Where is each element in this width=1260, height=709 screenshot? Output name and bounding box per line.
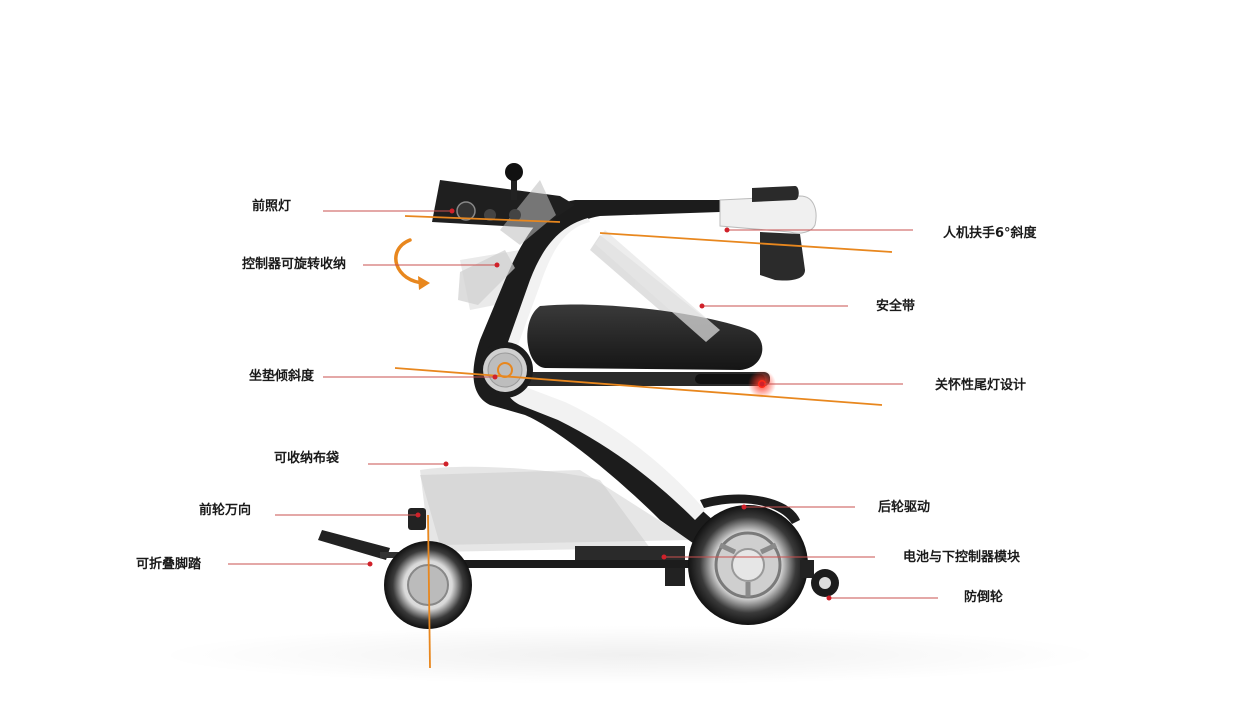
seat-cushion <box>527 304 762 370</box>
callout-seat-belt: 安全带 <box>876 299 915 315</box>
callout-storage-bag: 可收纳布袋 <box>274 451 339 467</box>
storage-bag-shape <box>420 467 650 552</box>
callout-tail-light: 关怀性尾灯设计 <box>935 378 1026 394</box>
curved-arrow-head <box>418 276 430 290</box>
callout-front-wheel-steer: 前轮万向 <box>199 503 251 519</box>
callout-armrest-tilt: 人机扶手6°斜度 <box>943 226 1037 242</box>
armrest <box>720 186 816 281</box>
callout-battery-module: 电池与下控制器模块 <box>903 550 1020 566</box>
callout-rear-drive: 后轮驱动 <box>878 500 930 516</box>
callout-headlight: 前照灯 <box>252 199 291 215</box>
callout-anti-tip: 防倒轮 <box>964 590 1003 606</box>
curved-arrow-icon <box>396 240 425 283</box>
callout-seat-tilt: 坐垫倾斜度 <box>249 369 314 385</box>
pivot-hub <box>477 342 533 398</box>
rear-wheel <box>688 505 808 625</box>
callout-controller-rotate: 控制器可旋转收纳 <box>242 257 346 273</box>
callout-foldable-pedal: 可折叠脚踏 <box>136 557 201 573</box>
